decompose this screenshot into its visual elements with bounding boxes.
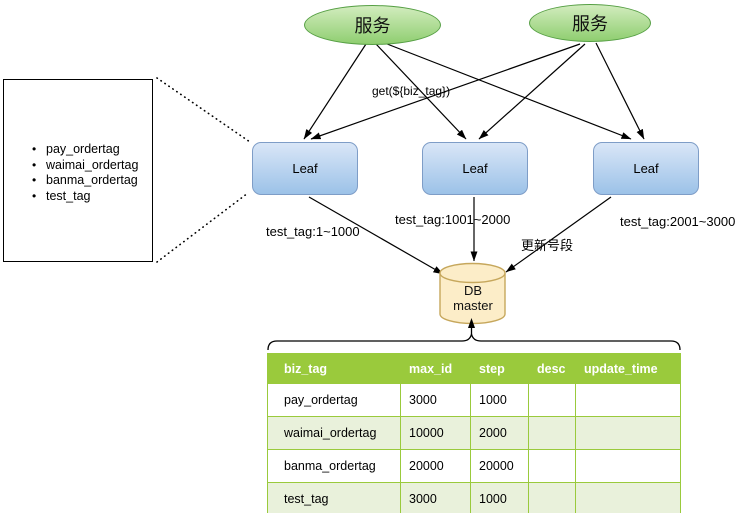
db-label-line2: master bbox=[453, 298, 493, 313]
leaf-node-3: Leaf bbox=[593, 142, 699, 195]
update-segment-label: 更新号段 bbox=[521, 238, 574, 253]
table-cell bbox=[528, 482, 576, 513]
arrow-service1-leaf1 bbox=[303, 43, 367, 140]
biz-tag-item: •test_tag bbox=[32, 188, 91, 203]
table-cell: 2000 bbox=[470, 416, 529, 450]
biz-tag-item: •banma_ordertag bbox=[32, 173, 138, 187]
dotted-callout-bottom bbox=[156, 192, 249, 263]
table-header-row: biz_tag max_id step desc update_time bbox=[267, 353, 681, 384]
header-biz-tag: biz_tag bbox=[267, 353, 401, 384]
table-cell: banma_ordertag bbox=[267, 449, 401, 483]
db-label: DB master bbox=[440, 283, 506, 313]
segments-table: biz_tag max_id step desc update_time pay… bbox=[267, 353, 681, 513]
table-to-db-brace bbox=[267, 318, 681, 351]
leaf-label: Leaf bbox=[633, 161, 659, 176]
header-max-id: max_id bbox=[400, 353, 471, 384]
table-cell bbox=[575, 482, 681, 513]
table-row: test_tag 3000 1000 bbox=[267, 482, 681, 513]
table-cell: 20000 bbox=[470, 449, 529, 483]
table-cell bbox=[575, 449, 681, 483]
table-cell bbox=[575, 416, 681, 450]
table-cell bbox=[575, 383, 681, 417]
table-cell bbox=[528, 383, 576, 417]
leaf-node-2: Leaf bbox=[422, 142, 528, 195]
header-update-time: update_time bbox=[575, 353, 681, 384]
leaf-label: Leaf bbox=[462, 161, 488, 176]
leaf-node-1: Leaf bbox=[252, 142, 358, 195]
service-label: 服务 bbox=[354, 16, 391, 36]
biz-tags-list: •pay_ordertag •waimai_ordertag •banma_or… bbox=[4, 80, 152, 204]
service-node-2: 服务 bbox=[529, 4, 651, 42]
table-cell bbox=[528, 449, 576, 483]
table-cell: 10000 bbox=[400, 416, 471, 450]
table-cell: 20000 bbox=[400, 449, 471, 483]
bullet-icon: • bbox=[32, 188, 37, 203]
table-row: waimai_ordertag 10000 2000 bbox=[267, 416, 681, 450]
header-step: step bbox=[470, 353, 529, 384]
segment-label-1: test_tag:1~1000 bbox=[266, 224, 360, 239]
dotted-callout-top bbox=[156, 77, 251, 143]
table-cell: 1000 bbox=[470, 482, 529, 513]
biz-tag-item: •pay_ordertag bbox=[32, 142, 120, 156]
bullet-icon: • bbox=[32, 157, 37, 172]
segment-label-3: test_tag:2001~3000 bbox=[620, 214, 736, 229]
table-cell: pay_ordertag bbox=[267, 383, 401, 417]
table-cell: test_tag bbox=[267, 482, 401, 513]
table-row: banma_ordertag 20000 20000 bbox=[267, 449, 681, 483]
table-cell: 3000 bbox=[400, 383, 471, 417]
table-cell bbox=[528, 416, 576, 450]
biz-tag-item: •waimai_ordertag bbox=[32, 157, 139, 172]
bullet-icon: • bbox=[32, 173, 37, 187]
table-cell: waimai_ordertag bbox=[267, 416, 401, 450]
leaf-label: Leaf bbox=[292, 161, 318, 176]
arrow-service2-leaf2 bbox=[478, 43, 586, 140]
table-row: pay_ordertag 3000 1000 bbox=[267, 383, 681, 417]
biz-tags-box: •pay_ordertag •waimai_ordertag •banma_or… bbox=[3, 79, 153, 262]
table-cell: 3000 bbox=[400, 482, 471, 513]
table-cell: 1000 bbox=[470, 383, 529, 417]
arrow-service2-leaf3 bbox=[595, 42, 645, 140]
service-label: 服务 bbox=[572, 14, 608, 34]
call-label: get(${biz_tag}) bbox=[372, 84, 451, 98]
service-node-1: 服务 bbox=[304, 5, 441, 45]
db-label-line1: DB bbox=[463, 283, 483, 298]
header-desc: desc bbox=[528, 353, 576, 384]
bullet-icon: • bbox=[32, 142, 37, 156]
segment-label-2: test_tag:1001~2000 bbox=[395, 212, 511, 227]
